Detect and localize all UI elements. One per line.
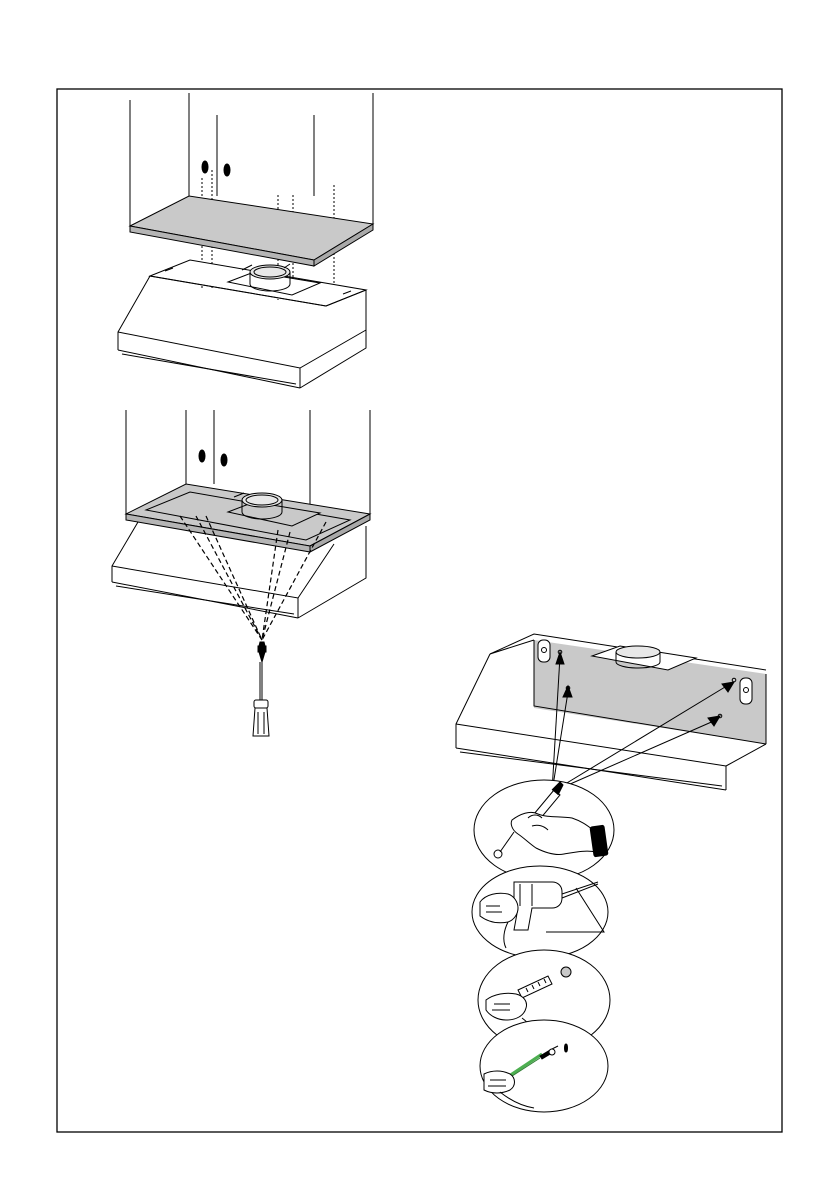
screwdriver-icon [253, 642, 269, 736]
hand-icon [484, 1071, 515, 1093]
hole-marker-icon [565, 1044, 568, 1052]
hole-marker-icon [224, 164, 230, 176]
step-1-figure [118, 93, 373, 388]
page-frame [57, 89, 782, 1132]
step-3-figure [456, 634, 766, 792]
step-7-figure [480, 1020, 608, 1112]
hole-marker-icon [221, 454, 227, 466]
hand-icon [486, 993, 527, 1020]
step-5-figure [472, 866, 608, 958]
drilled-hole-icon [561, 967, 571, 977]
step-4-figure [474, 780, 614, 880]
hand-icon [480, 893, 518, 922]
hole-marker-icon [202, 161, 208, 173]
step-2-figure [112, 410, 370, 736]
hole-marker-icon [199, 450, 205, 462]
